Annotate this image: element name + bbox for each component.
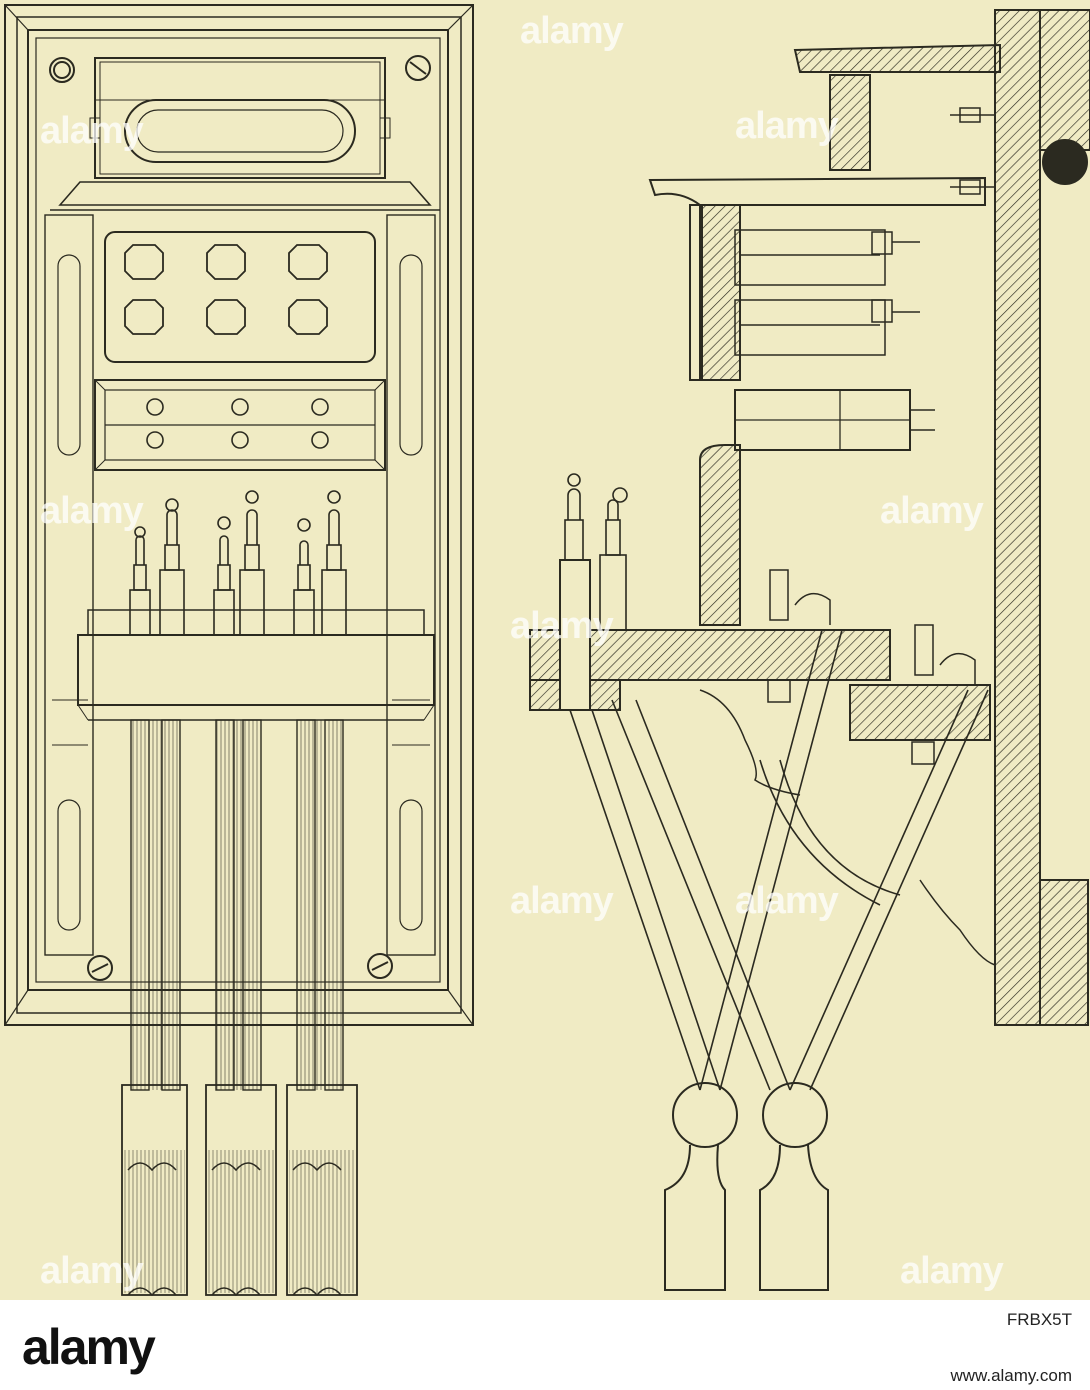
engraving-plate: alamy alamy alamy alamy alamy alamy alam… [4,4,1090,1297]
right-pilaster [386,214,436,956]
jack-strip [94,379,386,471]
drop-shutter [124,244,328,335]
plug-cord [569,629,989,1091]
switchboard-illustration [4,4,1090,1297]
bell-icon [1042,139,1088,185]
pulley-weight [664,1082,829,1291]
left-pilaster [44,214,94,956]
screw-icon [49,55,431,981]
footer-meta: FRBX5T www.alamy.com [950,1310,1072,1386]
indicator-panel [104,231,376,363]
image-id: FRBX5T [1006,1310,1072,1329]
stock-footer: alamy FRBX5T www.alamy.com [0,1300,1090,1390]
top-housing [94,57,386,179]
bolt-icon [767,569,935,765]
site-url[interactable]: www.alamy.com [950,1366,1072,1385]
plug-shelf [77,634,435,706]
wall-board [994,9,1041,1026]
section-view [529,9,1090,1291]
cord-weight [121,1084,358,1296]
plug [129,490,347,636]
nameplate-slot [124,99,356,163]
indicator-coil [734,229,920,356]
jack-hole [146,398,329,449]
plug [564,473,628,631]
footer-logo[interactable]: alamy [22,1319,156,1375]
front-view [4,4,474,1297]
